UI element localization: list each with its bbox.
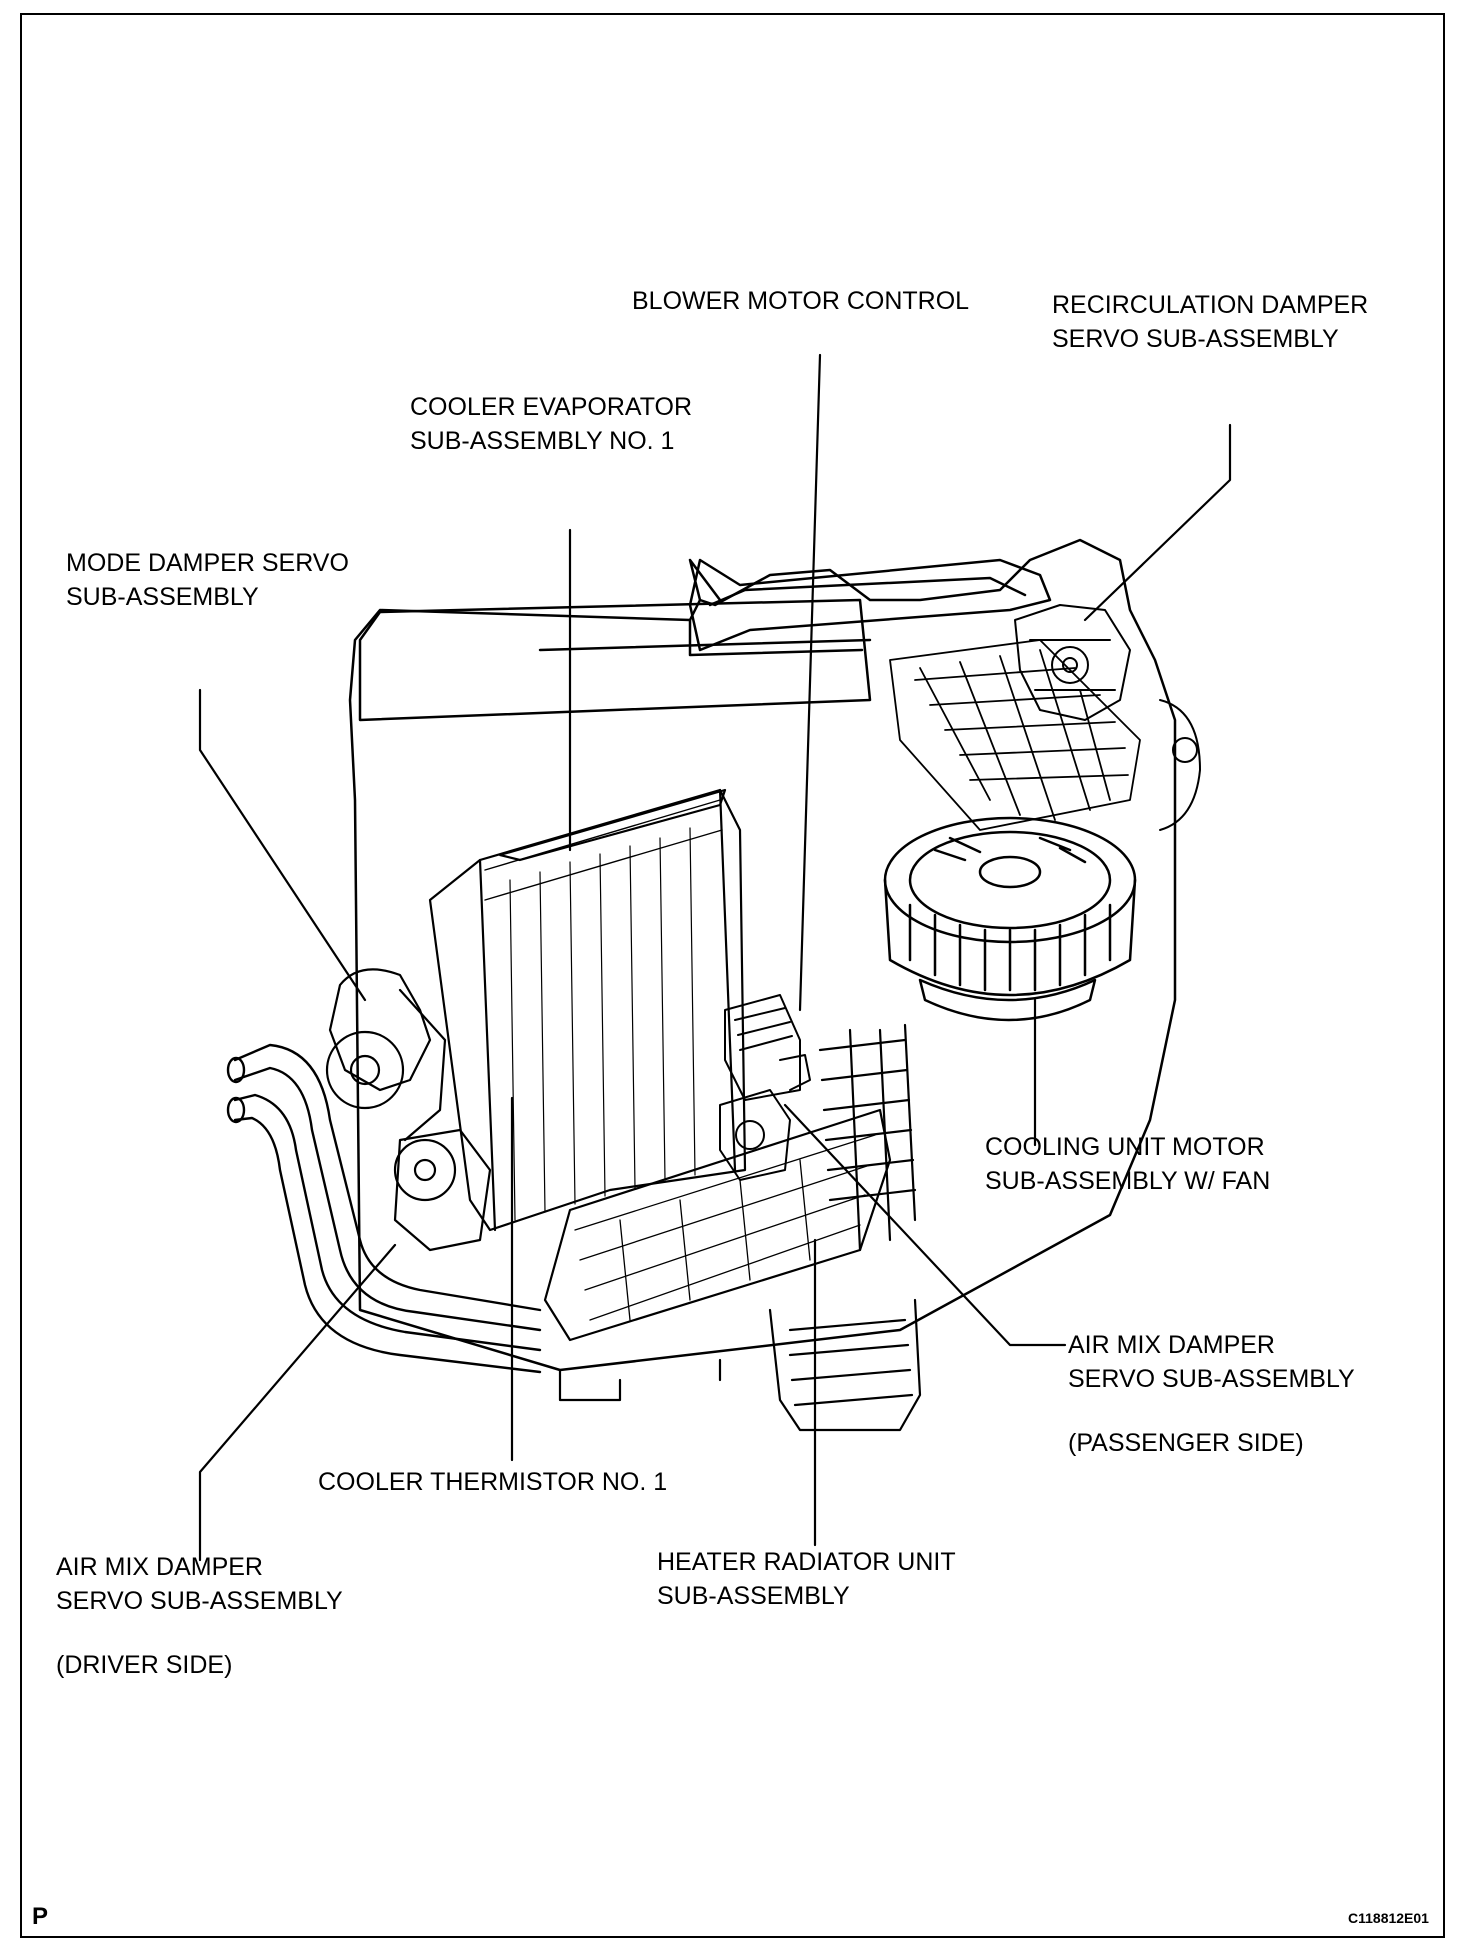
leader-lines (198, 353, 1232, 1562)
heater-radiator-core (543, 1108, 892, 1342)
label-recirculation-damper-servo: RECIRCULATION DAMPER SERVO SUB-ASSEMBLY (1052, 291, 1369, 353)
label-cooler-thermistor: COOLER THERMISTOR NO. 1 (318, 1468, 668, 1496)
housing-outline (348, 538, 1177, 1372)
label-mode-damper-servo: MODE DAMPER SERVO SUB-ASSEMBLY (66, 549, 349, 611)
evaporator-core (428, 788, 747, 1232)
label-blower-motor-control: BLOWER MOTOR CONTROL (632, 287, 970, 315)
corner-mark: P (32, 1903, 49, 1930)
label-air-mix-passenger: AIR MIX DAMPER SERVO SUB-ASSEMBLY (PASSE… (1068, 1331, 1355, 1457)
blower-fan (883, 816, 1137, 1022)
label-cooler-evaporator: COOLER EVAPORATOR SUB-ASSEMBLY NO. 1 (410, 393, 693, 455)
top-duct (688, 558, 1052, 652)
coolant-pipes (226, 1043, 542, 1374)
intake-grid (889, 639, 1141, 831)
label-heater-radiator: HEATER RADIATOR UNIT SUB-ASSEMBLY (657, 1548, 956, 1610)
blower-control-block (724, 994, 811, 1101)
figure-code: C118812E01 (1348, 1910, 1429, 1926)
diagram-frame (20, 13, 1445, 1938)
label-air-mix-driver: AIR MIX DAMPER SERVO SUB-ASSEMBLY (DRIVE… (56, 1553, 343, 1679)
passenger-servo-shape (719, 1089, 791, 1181)
label-cooling-unit-motor: COOLING UNIT MOTOR SUB-ASSEMBLY W/ FAN (985, 1133, 1271, 1195)
recirculation-servo-shape (1014, 604, 1201, 831)
driver-servo-shape (393, 1128, 492, 1252)
mode-servo-shape (325, 968, 447, 1142)
lower-ducts (558, 1023, 922, 1432)
